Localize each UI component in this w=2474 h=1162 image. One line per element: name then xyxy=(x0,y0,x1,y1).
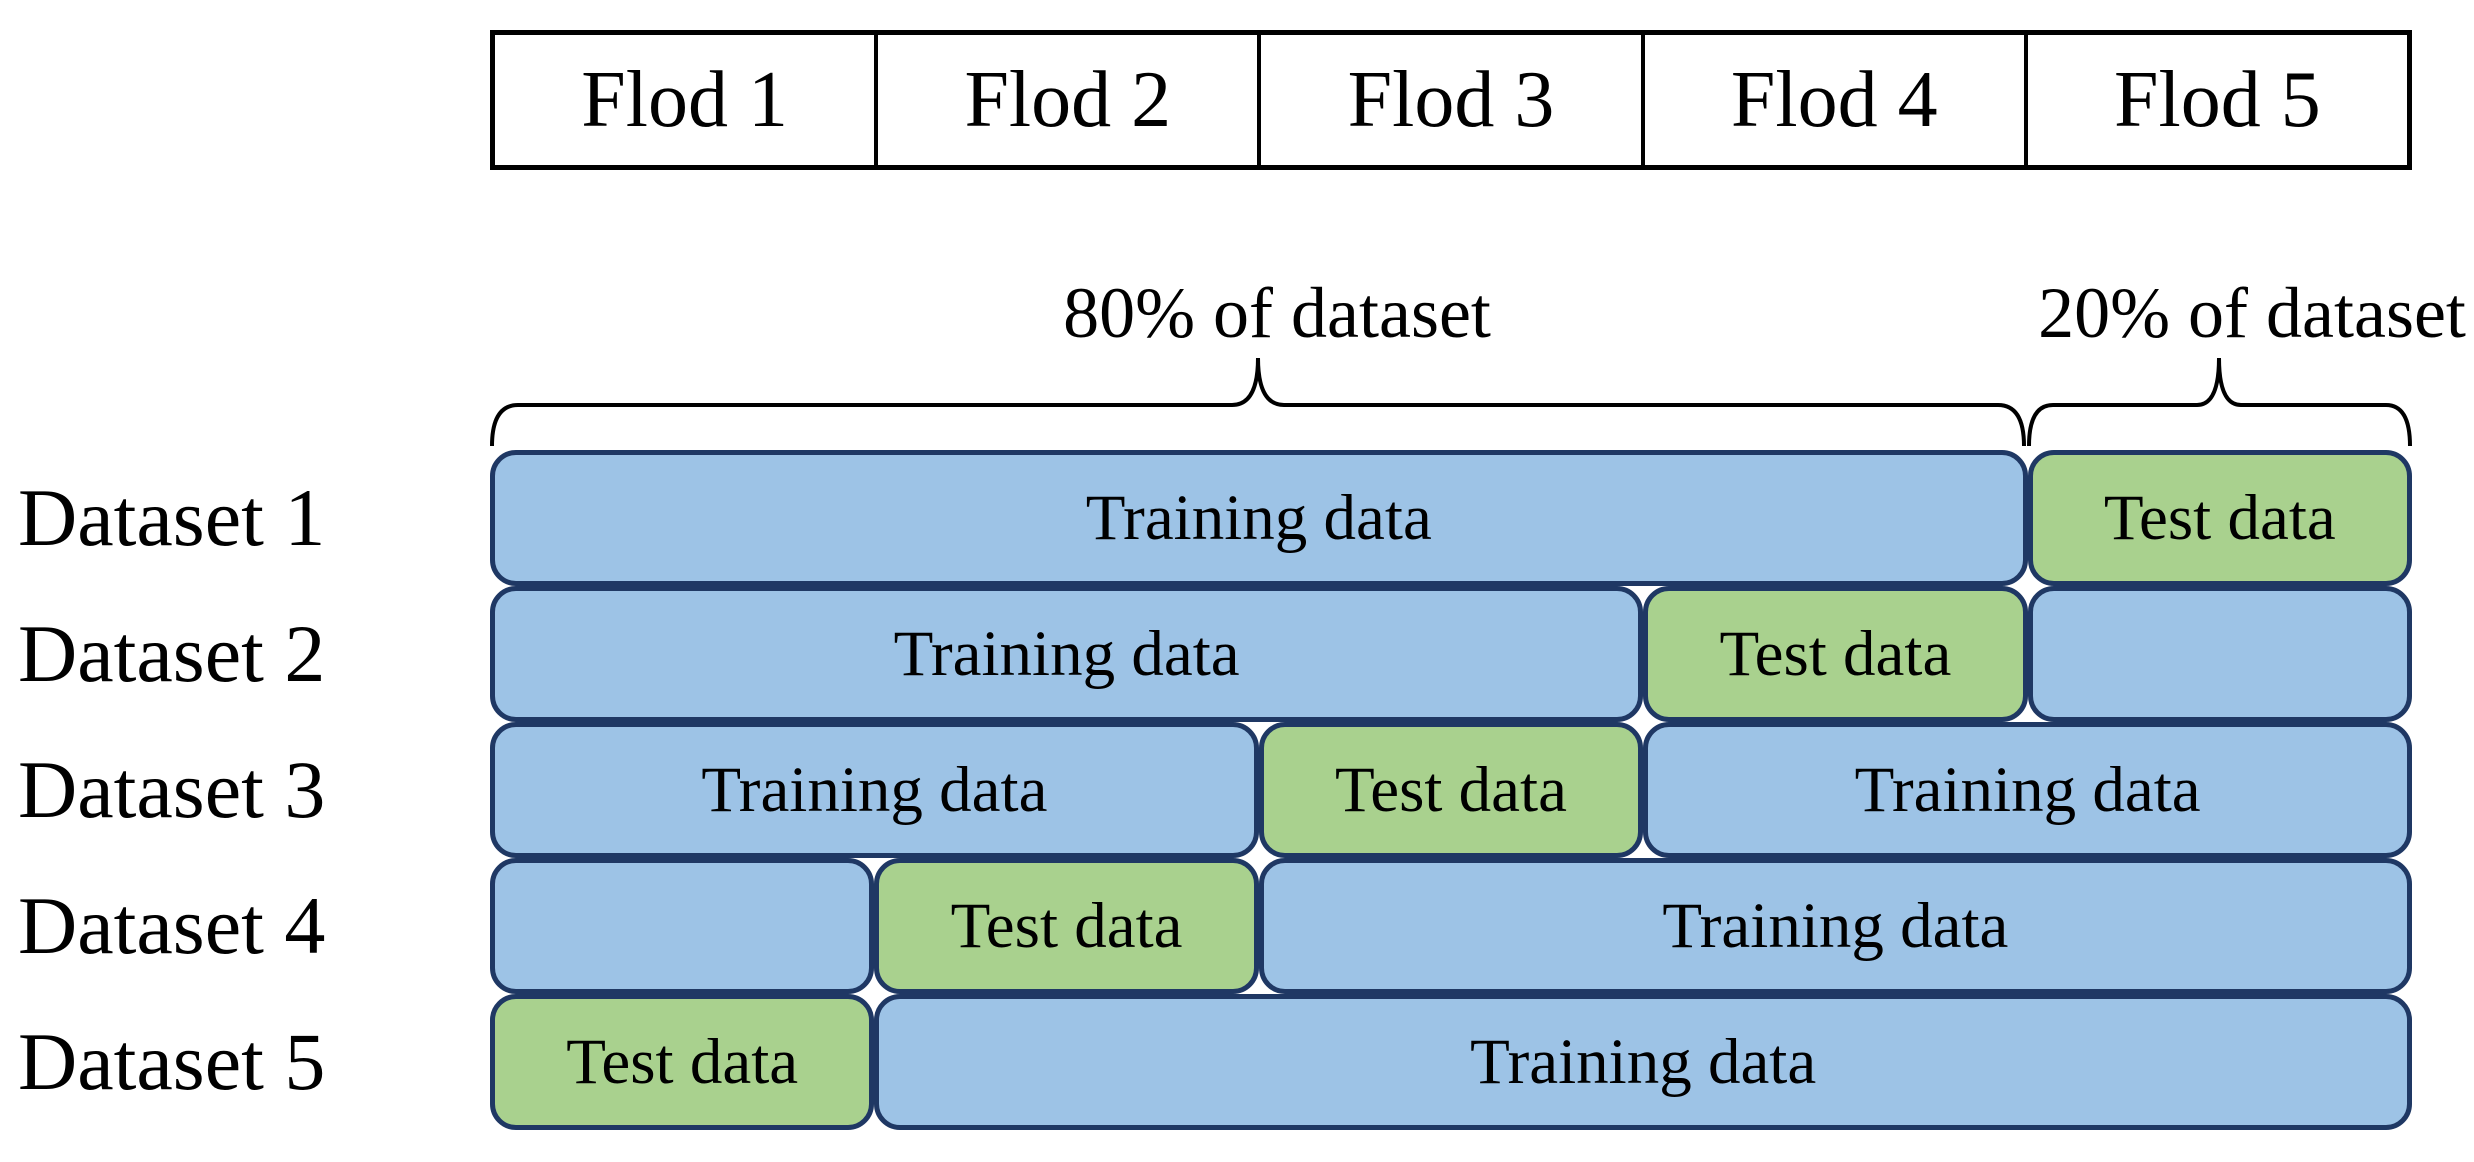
dataset-label: Dataset 4 xyxy=(18,880,326,971)
dataset-label: Dataset 5 xyxy=(18,1016,326,1107)
block-label: Training data xyxy=(1470,1025,1817,1098)
block-label: Training data xyxy=(1854,753,2201,826)
training-block: Training data xyxy=(1258,858,2412,994)
test-block: Test data xyxy=(490,994,875,1130)
train-percent-label: 80% of dataset xyxy=(1063,273,1491,353)
dataset-row: Dataset 2 Training data Test data xyxy=(0,586,2474,722)
block-label: Test data xyxy=(2103,481,2336,554)
overbrace-20-percent xyxy=(2027,357,2412,447)
block-label: Test data xyxy=(950,889,1183,962)
training-block: Training data xyxy=(490,586,1644,722)
dataset-row: Dataset 4 Test data Training data xyxy=(0,858,2474,994)
block-label: Test data xyxy=(566,1025,799,1098)
dataset-row: Dataset 3 Training data Test data Training … xyxy=(0,722,2474,858)
fold-header-cell: Flod 5 xyxy=(2023,35,2407,165)
training-block: Training data xyxy=(490,450,2028,586)
test-block: Test data xyxy=(874,858,1259,994)
training-block: Training data xyxy=(1643,722,2412,858)
training-block: Training data xyxy=(874,994,2412,1130)
overbrace-80-percent xyxy=(490,357,2026,447)
test-block: Test data xyxy=(1643,586,2028,722)
fold-header-cell: Flod 1 xyxy=(581,55,788,144)
block-label: Training data xyxy=(1662,889,2009,962)
block-label: Training data xyxy=(701,753,1048,826)
fold-header-cell: Flod 4 xyxy=(1640,35,2024,165)
dataset-label: Dataset 1 xyxy=(18,472,326,563)
training-block xyxy=(490,858,875,994)
test-block: Test data xyxy=(1258,722,1644,858)
training-block xyxy=(2027,586,2412,722)
dataset-row: Dataset 5 Test data Training data xyxy=(0,994,2474,1130)
block-label: Training data xyxy=(1085,481,1432,554)
test-block: Test data xyxy=(2027,450,2412,586)
block-label: Training data xyxy=(893,617,1240,690)
block-label: Test data xyxy=(1719,617,1952,690)
training-block: Training data xyxy=(490,722,1259,858)
fold-header-cell: Flod 3 xyxy=(1257,35,1640,165)
fold-header-cell: Flod 2 xyxy=(874,35,1257,165)
block-label: Test data xyxy=(1335,753,1567,826)
test-percent-label: 20% of dataset xyxy=(2038,273,2466,353)
dataset-label: Dataset 3 xyxy=(18,744,326,835)
dataset-label: Dataset 2 xyxy=(18,608,326,699)
dataset-row: Dataset 1 Training data Test data xyxy=(0,450,2474,586)
